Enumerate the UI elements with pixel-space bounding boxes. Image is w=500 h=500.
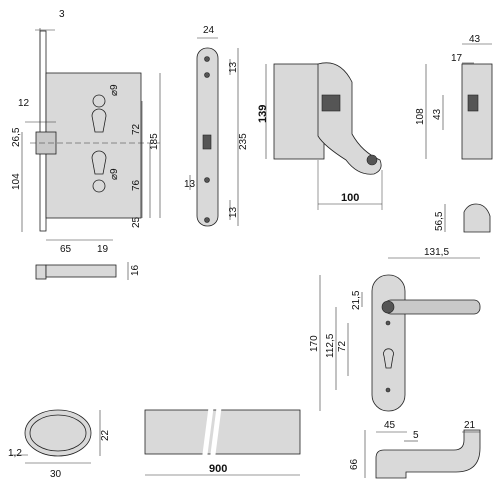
lever-rose-icon xyxy=(381,300,395,314)
dim-label: 100 xyxy=(341,192,359,204)
screw-icon xyxy=(385,320,391,326)
dim-label: 104 xyxy=(11,173,22,190)
dim-label: 108 xyxy=(415,108,426,125)
dim-label: 19 xyxy=(97,244,109,255)
wall-box: 43 17 108 43 xyxy=(415,34,493,160)
dim-label: ⌀9 xyxy=(109,168,120,180)
break-mark xyxy=(201,399,223,463)
dim-label: 26,5 xyxy=(11,127,22,147)
screw-icon xyxy=(204,72,210,78)
cylinder-cutout-top xyxy=(91,108,107,133)
dim-label: 139 xyxy=(257,105,269,123)
dim-label: 12 xyxy=(18,98,30,109)
end-bolt xyxy=(35,264,47,280)
lock-body: 3 12 26,5 104 65 19 185 72 76 25 ⌀9 ⌀9 xyxy=(11,9,161,255)
dim-label: 65 xyxy=(60,244,72,255)
end-body xyxy=(45,264,117,278)
handle-window xyxy=(321,94,341,112)
screw-icon xyxy=(385,387,391,393)
dim-label: 66 xyxy=(349,458,360,470)
dim-label: 13 xyxy=(228,61,239,73)
screw-icon xyxy=(204,217,210,223)
dim-label: 185 xyxy=(149,133,160,150)
cylinder-cutout-bottom xyxy=(91,150,107,175)
spindle-hole-bottom xyxy=(92,179,106,193)
lock-case xyxy=(45,72,142,219)
cylinder-cutout xyxy=(383,348,394,369)
dim-label: 170 xyxy=(309,335,320,352)
dim-label: 3 xyxy=(59,9,65,20)
wall-box-window xyxy=(467,94,479,112)
cylinder-icon xyxy=(366,154,378,166)
dim-label: 45 xyxy=(384,420,396,431)
dim-label: 21,5 xyxy=(351,290,362,310)
dim-label: 13 xyxy=(228,206,239,218)
dim-label: 72 xyxy=(131,123,142,135)
faceplate: 24 13 235 13 13 xyxy=(184,25,249,227)
dim-label: 76 xyxy=(131,179,142,191)
dim-label: 72 xyxy=(337,340,348,352)
dim-label: 16 xyxy=(130,264,141,276)
dim-label: 24 xyxy=(203,25,215,36)
handle-body xyxy=(317,62,382,175)
wall-box-side xyxy=(461,63,493,160)
dim-label: 17 xyxy=(451,53,463,64)
dim-label: 13 xyxy=(184,179,196,190)
lever-arm xyxy=(384,299,481,315)
lever-plate: 131,5 21,5 112,5 72 170 xyxy=(309,247,481,412)
dim-label: ⌀9 xyxy=(109,84,120,96)
faceplate-slot xyxy=(202,134,212,150)
escutcheon-inner xyxy=(29,414,87,452)
dim-label: 1,2 xyxy=(8,448,22,459)
dim-label: 21 xyxy=(464,420,476,431)
escutcheon: 22 1,2 30 xyxy=(8,409,111,480)
lock-end-view: 16 xyxy=(35,262,141,280)
dim-label: 22 xyxy=(100,429,111,441)
dim-label: 5 xyxy=(413,430,419,441)
dim-label: 25 xyxy=(131,216,142,228)
dim-label: 43 xyxy=(432,108,443,120)
handle-back-plate xyxy=(273,63,325,160)
lock-forend xyxy=(39,30,47,232)
pull-handle: 139 100 xyxy=(257,62,383,210)
spindle-hole-top xyxy=(92,94,106,108)
dim-label: 235 xyxy=(238,133,249,150)
screw-icon xyxy=(204,177,210,183)
dim-label: 43 xyxy=(469,34,481,45)
dim-label: 131,5 xyxy=(424,247,449,258)
catch-body xyxy=(463,203,491,233)
dim-label: 30 xyxy=(50,469,62,480)
bar: 900 xyxy=(144,399,301,476)
catch: 56,5 xyxy=(434,203,491,233)
dim-label: 900 xyxy=(209,463,227,475)
dim-label: 56,5 xyxy=(434,211,445,231)
bar-body xyxy=(144,409,301,455)
dim-label: 112,5 xyxy=(325,333,336,358)
screw-icon xyxy=(204,56,210,62)
lever-top-shape xyxy=(375,429,481,479)
escutcheon-outer xyxy=(24,409,92,457)
lever-top-view: 45 5 21 66 xyxy=(349,420,481,479)
